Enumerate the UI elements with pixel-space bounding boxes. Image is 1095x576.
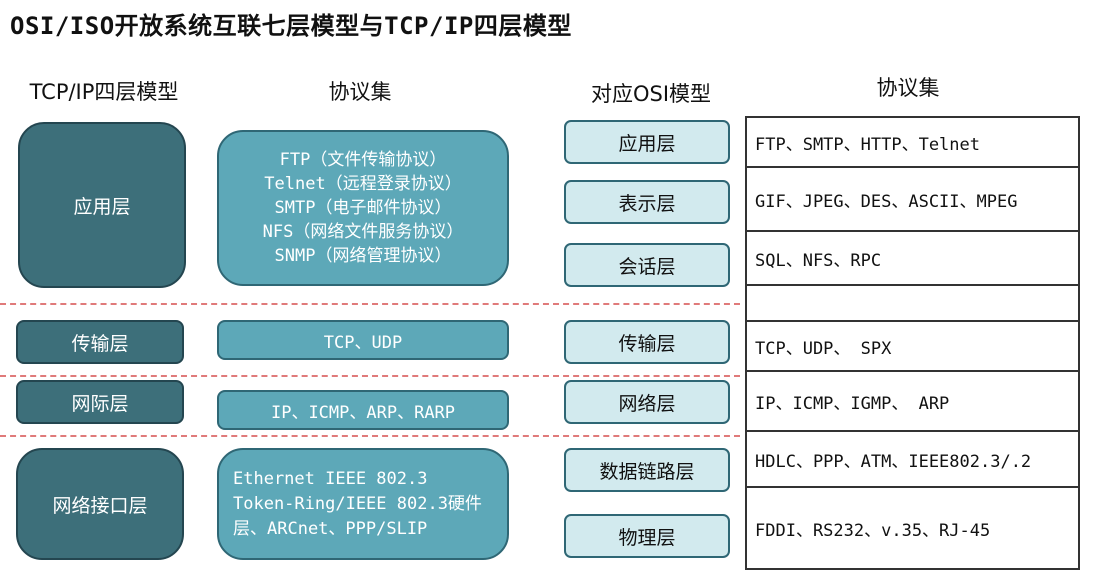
table-row: FTP、SMTP、HTTP、Telnet [747, 118, 1078, 168]
layer-divider [0, 375, 740, 377]
osi-layer-application: 应用层 [564, 120, 730, 164]
protocols-network-interface: Ethernet IEEE 802.3 Token-Ring/IEEE 802.… [217, 448, 509, 560]
osi-layer-transport: 传输层 [564, 320, 730, 364]
header-protocol-set-right: 协议集 [876, 76, 940, 100]
protocol-line: SMTP（电子邮件协议） [274, 198, 452, 218]
protocol-line: Telnet（远程登录协议） [264, 174, 462, 194]
table-row [747, 286, 1078, 322]
protocol-line: SNMP（网络管理协议） [274, 246, 452, 266]
tcpip-layer-transport: 传输层 [16, 320, 184, 364]
protocol-line: NFS（网络文件服务协议） [262, 222, 464, 242]
tcpip-layer-application: 应用层 [18, 122, 186, 288]
osi-layer-physical: 物理层 [564, 514, 730, 558]
osi-layer-network: 网络层 [564, 380, 730, 424]
table-row: HDLC、PPP、ATM、IEEE802.3/.2 [747, 432, 1078, 488]
layer-divider [0, 435, 740, 437]
header-osi-model: 对应OSI模型 [590, 82, 712, 106]
protocol-line: FTP（文件传输协议） [279, 150, 447, 170]
protocols-internet: IP、ICMP、ARP、RARP [217, 390, 509, 430]
table-row: GIF、JPEG、DES、ASCII、MPEG [747, 168, 1078, 232]
osi-layer-presentation: 表示层 [564, 180, 730, 224]
header-protocol-set-left: 协议集 [328, 80, 392, 104]
tcpip-layer-internet: 网际层 [16, 380, 184, 424]
table-row: TCP、UDP、 SPX [747, 322, 1078, 372]
table-row: FDDI、RS232、v.35、RJ-45 [755, 520, 991, 541]
protocol-line: 层、ARCnet、PPP/SLIP [233, 518, 428, 539]
protocols-application: FTP（文件传输协议） Telnet（远程登录协议） SMTP（电子邮件协议） … [217, 130, 509, 286]
osi-layer-session: 会话层 [564, 243, 730, 287]
protocol-table: FTP、SMTP、HTTP、Telnet GIF、JPEG、DES、ASCII、… [745, 116, 1080, 570]
table-row: IP、ICMP、IGMP、 ARP [747, 372, 1078, 432]
osi-layer-data-link: 数据链路层 [564, 448, 730, 492]
protocol-line: Token-Ring/IEEE 802.3硬件 [233, 493, 482, 514]
page-title: OSI/ISO开放系统互联七层模型与TCP/IP四层模型 [10, 12, 572, 40]
layer-divider [0, 303, 740, 305]
protocols-transport: TCP、UDP [217, 320, 509, 360]
table-row: SQL、NFS、RPC [747, 232, 1078, 286]
protocol-line: Ethernet IEEE 802.3 [233, 468, 428, 489]
header-tcpip-model: TCP/IP四层模型 [29, 80, 179, 104]
tcpip-layer-network-interface: 网络接口层 [16, 448, 184, 560]
